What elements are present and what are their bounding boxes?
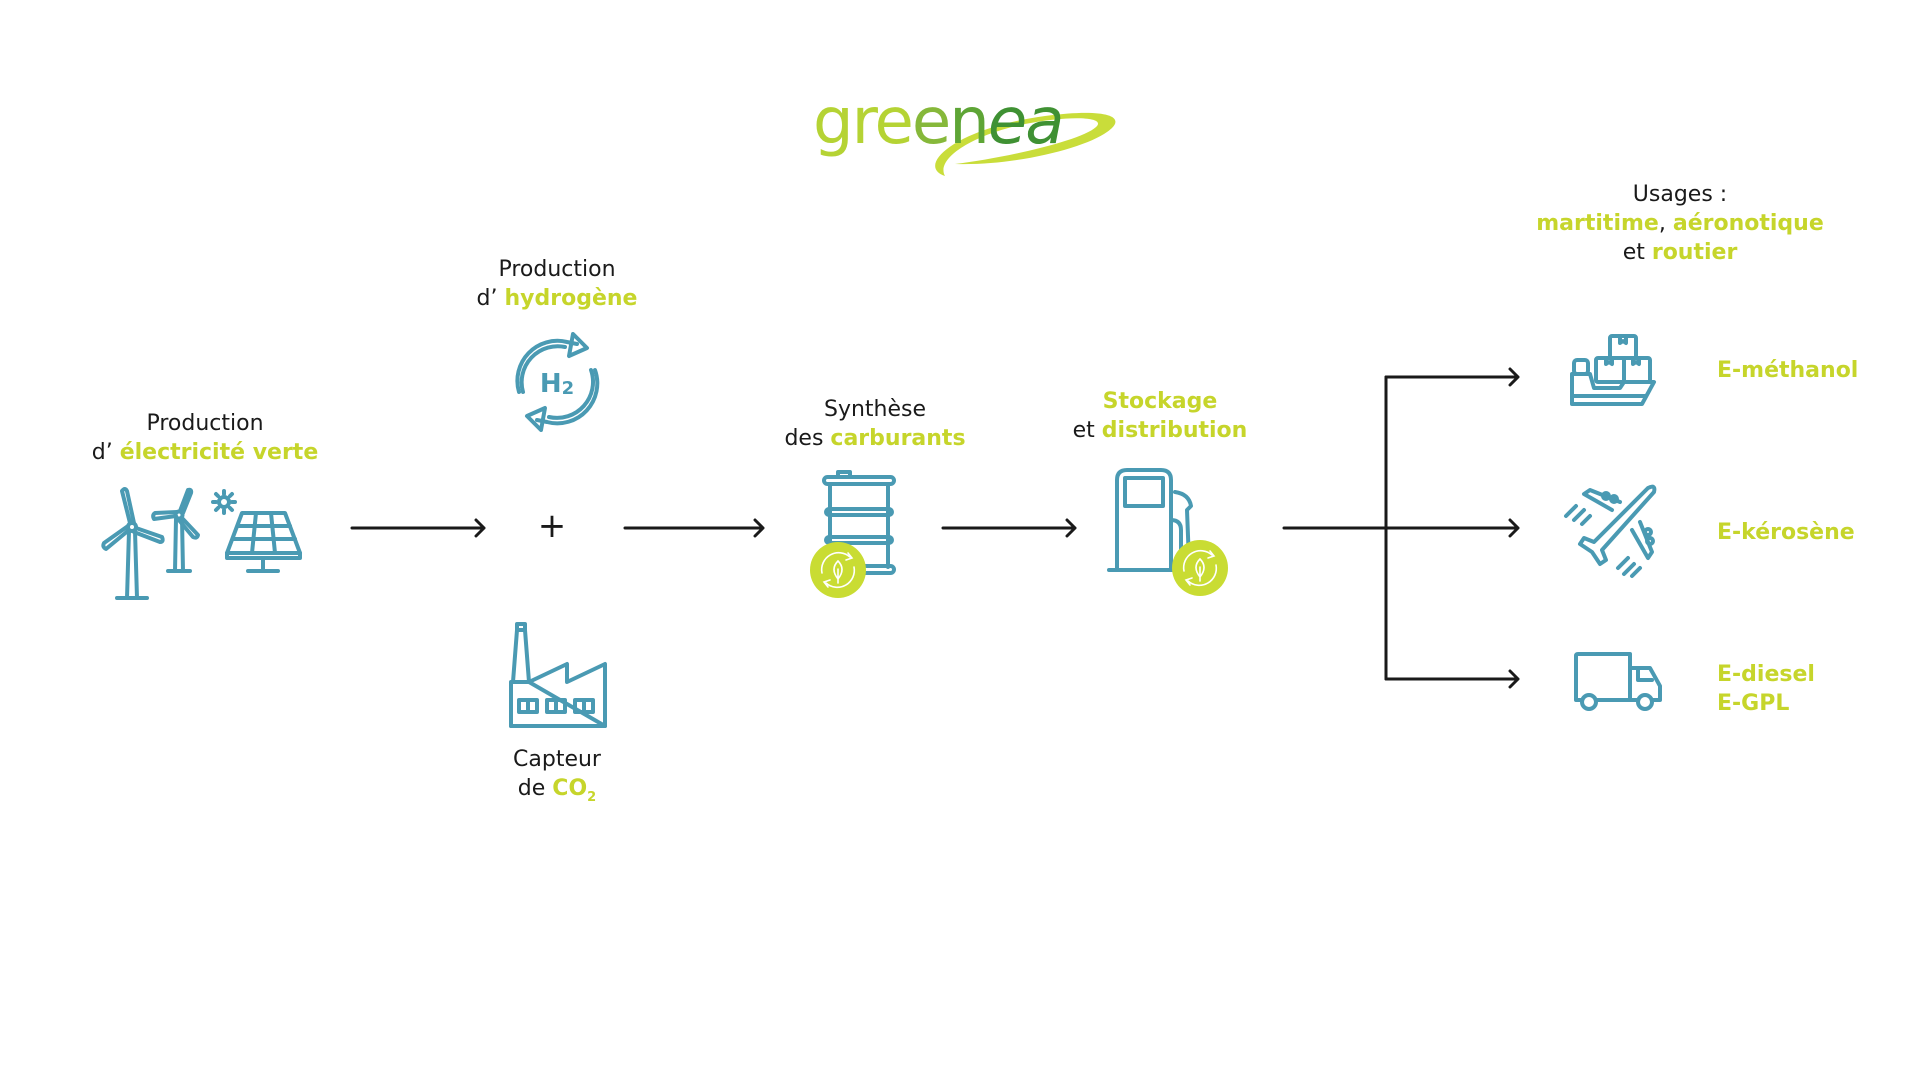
h2-cycle-icon: H2 xyxy=(515,332,600,432)
step-co2-subscript: 2 xyxy=(587,790,597,805)
logo-swoosh-icon xyxy=(935,112,1116,176)
fuel-e-diesel: E-diesel xyxy=(1717,662,1815,687)
usages-header: Usages : martitime, aéronotique et routi… xyxy=(1500,180,1860,267)
usage-separator: , xyxy=(1658,211,1673,236)
logo-text-e: e xyxy=(911,85,951,159)
logo-text-gre: gre xyxy=(813,85,914,159)
airplane-icon xyxy=(1564,484,1657,578)
step-synthesis-highlight: carburants xyxy=(830,426,966,451)
usages-line2: martitime, aéronotique xyxy=(1500,209,1860,238)
step-storage-line1: Stockage xyxy=(1102,389,1218,414)
step-co2-line2: de CO2 xyxy=(447,774,667,812)
fuel-e-kerosene: E-kérosène xyxy=(1717,520,1855,545)
step-storage-prefix: et xyxy=(1072,418,1102,443)
fuel-e-methanol: E-méthanol xyxy=(1717,358,1859,383)
delivery-truck-icon xyxy=(1574,652,1662,711)
logo-text-n: n xyxy=(949,85,990,159)
usages-line3: et routier xyxy=(1500,238,1860,267)
fuel-pump-icon xyxy=(1107,468,1228,596)
wind-turbine-solar-panel-icon xyxy=(101,487,302,600)
factory-icon xyxy=(509,622,607,728)
step-co2-label: Capteur de CO2 xyxy=(447,745,667,812)
step-hydrogen-label: Production d’ hydrogène xyxy=(447,255,667,313)
step-synthesis-prefix: des xyxy=(784,426,831,451)
greenea-logo: greenea xyxy=(805,85,1125,188)
usages-title: Usages : xyxy=(1632,182,1728,207)
step-electricity-line2: d’ électricité verte xyxy=(70,438,340,467)
fuel-e-gpl: E-GPL xyxy=(1717,691,1790,716)
step-storage-line2: et distribution xyxy=(1050,416,1270,445)
cargo-ship-icon xyxy=(1570,334,1656,406)
branch-arrow-diesel xyxy=(1384,669,1520,689)
flow-arrow-1 xyxy=(350,518,486,538)
plus-operator: + xyxy=(537,506,567,546)
h2-icon-text: H2 xyxy=(540,369,574,399)
fuel-barrel-icon xyxy=(810,470,896,598)
step-synthesis-line1: Synthèse xyxy=(823,397,927,422)
step-storage-label: Stockage et distribution xyxy=(1050,387,1270,445)
step-co2-line1: Capteur xyxy=(513,747,601,772)
branch-arrows xyxy=(1282,367,1520,689)
step-co2-highlight: CO xyxy=(552,776,588,801)
step-synthesis-label: Synthèse des carburants xyxy=(760,395,990,453)
step-hydrogen-line1: Production xyxy=(498,257,616,282)
step-electricity-label: Production d’ électricité verte xyxy=(70,409,340,467)
logo-text-ea: ea xyxy=(987,85,1065,159)
step-hydrogen-prefix: d’ xyxy=(476,286,505,311)
step-hydrogen-highlight: hydrogène xyxy=(504,286,638,311)
usage-road: routier xyxy=(1651,240,1738,265)
branch-arrow-methanol xyxy=(1384,367,1520,387)
branch-arrow-kerosene xyxy=(1384,518,1520,538)
eco-recycle-badge-icon xyxy=(1172,540,1228,596)
step-storage-highlight: distribution xyxy=(1101,418,1248,443)
step-electricity-line1: Production xyxy=(146,411,264,436)
step-hydrogen-line2: d’ hydrogène xyxy=(447,284,667,313)
usage-et: et xyxy=(1622,240,1652,265)
fuel-e-diesel-gpl: E-diesel E-GPL xyxy=(1717,660,1815,718)
flow-arrow-2 xyxy=(623,518,765,538)
usage-aeronautic: aéronotique xyxy=(1672,211,1824,236)
step-synthesis-line2: des carburants xyxy=(760,424,990,453)
eco-recycle-badge-icon xyxy=(810,542,866,598)
step-co2-prefix: de xyxy=(517,776,553,801)
step-electricity-highlight: électricité verte xyxy=(119,440,319,465)
step-electricity-prefix: d’ xyxy=(91,440,120,465)
usage-maritime: martitime xyxy=(1536,211,1659,236)
flow-arrow-3 xyxy=(941,518,1077,538)
